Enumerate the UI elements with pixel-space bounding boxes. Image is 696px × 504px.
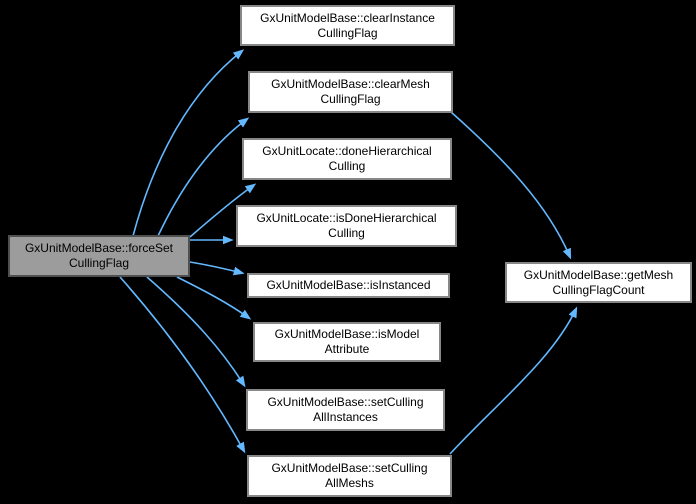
node-is-instanced[interactable]: GxUnitModelBase::isInstanced — [247, 273, 450, 298]
edge-forceSet-to-isModelAttribute — [176, 276, 252, 320]
node-is-model-attribute[interactable]: GxUnitModelBase::isModel Attribute — [253, 322, 441, 362]
node-label-line: GxUnitModelBase::clearMesh — [271, 77, 430, 91]
node-get-mesh-culling-flag-count[interactable]: GxUnitModelBase::getMesh CullingFlagCoun… — [505, 262, 692, 303]
node-done-hierarchical-culling[interactable]: GxUnitLocate::doneHierarchical Culling — [242, 138, 452, 180]
node-label-line: GxUnitModelBase::getMesh — [523, 267, 674, 282]
node-label-line: Attribute — [324, 342, 370, 356]
node-label-line: CullingFlagCount — [552, 282, 645, 297]
node-clear-instance-culling-flag[interactable]: GxUnitModelBase::clearInstance CullingFl… — [240, 5, 455, 46]
node-label-line: CullingFlag — [320, 92, 381, 106]
node-label-line: GxUnitModelBase::setCulling — [267, 395, 424, 409]
node-label-line: GxUnitModelBase::clearInstance — [260, 10, 435, 25]
node-label-line: GxUnitModelBase::forceSet — [24, 241, 174, 255]
node-label-line: GxUnitLocate::doneHierarchical — [262, 144, 432, 158]
edge-forceSet-to-clearMesh — [157, 117, 250, 237]
node-set-culling-all-instances[interactable]: GxUnitModelBase::setCulling AllInstances — [246, 389, 445, 431]
node-label-line: GxUnitModelBase::setCulling — [271, 461, 428, 475]
node-label-line: GxUnitModelBase::isModel — [274, 327, 420, 341]
node-label-line: GxUnitLocate::isDoneHierarchical — [256, 211, 437, 225]
node-clear-mesh-culling-flag[interactable]: GxUnitModelBase::clearMesh CullingFlag — [248, 71, 453, 113]
edge-forceSet-to-isInstanced — [189, 261, 245, 276]
node-label-line: AllInstances — [313, 410, 378, 424]
node-is-done-hierarchical-culling[interactable]: GxUnitLocate::isDoneHierarchical Culling — [236, 205, 457, 247]
node-label-line: GxUnitModelBase::isInstanced — [266, 278, 431, 292]
node-label-line: CullingFlag — [317, 25, 378, 40]
edge-forceSet-to-setCullingAllMeshs — [119, 276, 246, 454]
edge-forceSet-to-clearInstance — [132, 49, 245, 237]
edge-clearMesh-to-getMeshCount — [450, 111, 572, 260]
node-force-set-culling-flag[interactable]: GxUnitModelBase::forceSet CullingFlag — [8, 235, 190, 277]
node-label-line: CullingFlag — [68, 256, 130, 270]
node-label-line: Culling — [328, 159, 366, 173]
edge-forceSet-to-setCullingAllInstances — [146, 276, 246, 388]
node-label-line: AllMeshs — [325, 476, 374, 490]
node-set-culling-all-meshs[interactable]: GxUnitModelBase::setCulling AllMeshs — [247, 455, 452, 497]
node-label-line: Culling — [328, 226, 365, 240]
edge-setCullingAllMeshs-to-getMeshCount — [449, 306, 578, 455]
edge-forceSet-to-doneHierarchical — [189, 183, 257, 238]
